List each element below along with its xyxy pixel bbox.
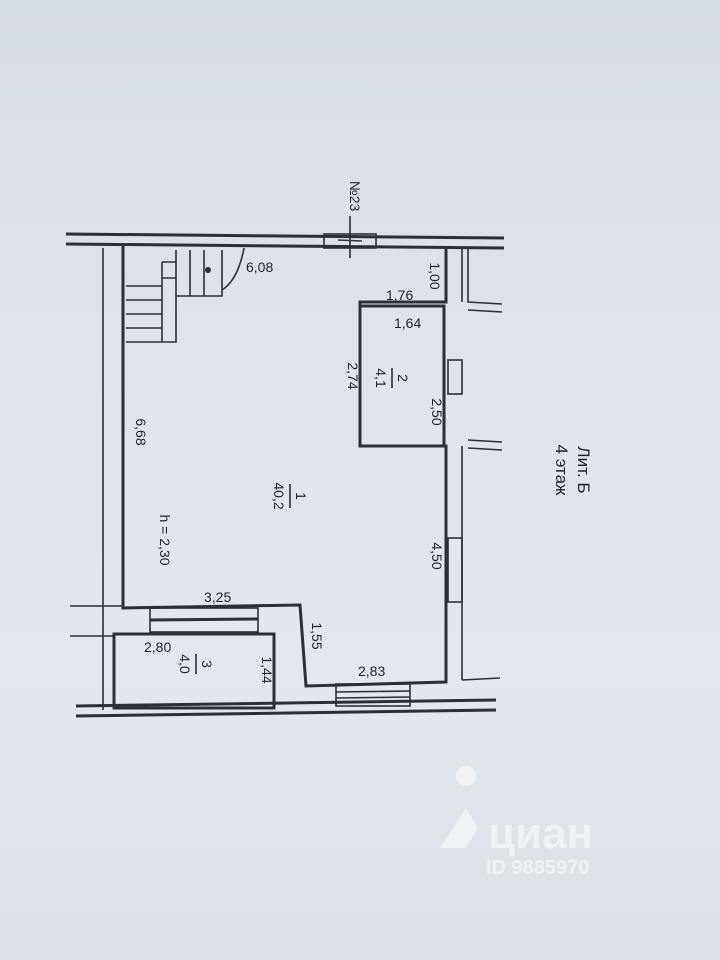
- staircase: [126, 247, 245, 343]
- right-window-lower: [447, 537, 463, 603]
- room-3-walls: [112, 632, 276, 710]
- left-side-walls: [70, 605, 123, 637]
- right-window-upper: [447, 359, 463, 395]
- building-litera: Лит. Б: [574, 446, 593, 493]
- watermark-id: ID 9885970: [486, 857, 589, 879]
- floor-label: 4 этаж: [552, 445, 571, 497]
- watermark: циан ID 9885970: [440, 766, 593, 879]
- bottom-inner-wall: [75, 708, 497, 718]
- neighbour-wall-mid: [467, 309, 503, 313]
- neighbour-wall-low: [467, 439, 503, 451]
- bottom-window-sash-2: [335, 696, 411, 699]
- dim-bottom-step: 1,55: [309, 622, 325, 649]
- bottom-window-sash: [335, 690, 411, 693]
- dim-left-wall: 6,68: [133, 418, 149, 445]
- watermark-brand: циан: [488, 809, 593, 858]
- svg-text:3: 3: [199, 660, 215, 668]
- svg-text:4,1: 4,1: [373, 368, 389, 388]
- dim-room3-width: 1,44: [259, 656, 275, 683]
- bottom-outer-wall: [75, 698, 497, 708]
- dim-room2-side: 2,74: [345, 362, 361, 389]
- svg-text:4,0: 4,0: [177, 654, 193, 674]
- dim-bottom-window: 2,83: [358, 663, 385, 679]
- bottom-window: [335, 683, 411, 707]
- neighbour-wall-bottom: [461, 677, 501, 681]
- height-note: h = 2,30: [157, 515, 173, 566]
- room-3-opening-line: [149, 617, 259, 622]
- svg-text:2: 2: [395, 374, 411, 382]
- cian-logo-icon: [440, 766, 478, 848]
- top-inner-wall: [65, 242, 505, 250]
- dim-room2-right: 2,50: [429, 398, 445, 425]
- dim-corridor-width: 1,00: [427, 262, 443, 289]
- room-2-label: 2 4,1: [373, 368, 411, 388]
- room-2-walls: [358, 304, 446, 448]
- room-1-label: 1 40,2: [271, 482, 309, 509]
- svg-text:40,2: 40,2: [271, 482, 287, 509]
- axis-mark: №23: [347, 181, 363, 212]
- dim-room2-inner: 1,64: [394, 315, 421, 331]
- dim-right-wall: 4,50: [429, 542, 445, 569]
- dim-bottom-opening: 3,25: [204, 589, 231, 605]
- top-outer-wall: [65, 232, 505, 240]
- room-1-walls: [121, 244, 448, 688]
- axis-cross: [337, 239, 363, 242]
- dim-top-wall: 6,08: [246, 259, 273, 275]
- neighbour-wall-top: [467, 248, 503, 305]
- svg-text:1: 1: [293, 492, 309, 500]
- room-3-label: 3 4,0: [177, 654, 215, 674]
- dim-room3-length: 2,80: [144, 639, 171, 655]
- dim-room2-top: 1,76: [386, 287, 413, 303]
